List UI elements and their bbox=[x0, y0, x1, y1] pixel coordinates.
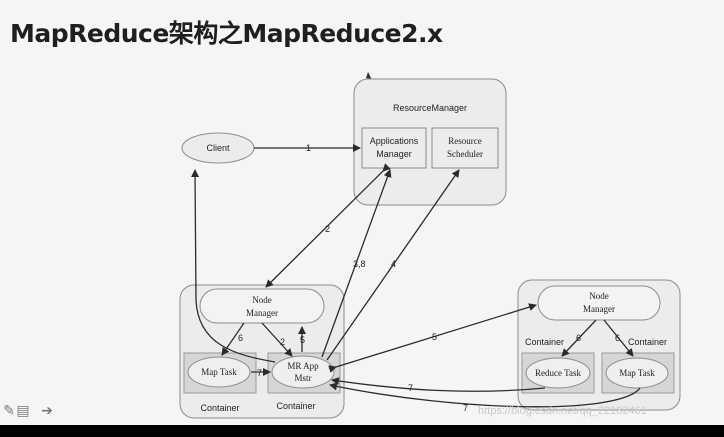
watermark: https://blog.csdn.net/qq_22182461 bbox=[478, 405, 647, 417]
reduce-task bbox=[525, 357, 591, 389]
label-arrow-4: 4 bbox=[391, 259, 396, 269]
right-node-manager bbox=[537, 285, 661, 321]
left-node-manager-label-2: Manager bbox=[246, 308, 278, 318]
reduce-task-label: Reduce Task bbox=[535, 368, 581, 378]
resource-manager-label: ResourceManager bbox=[393, 103, 467, 113]
label-arrow-6-right-a: 6 bbox=[576, 333, 581, 343]
label-arrow-2-rm: 2 bbox=[325, 224, 330, 234]
arrow-7-right-b bbox=[329, 382, 641, 408]
mr-app-master-label-1: MR App bbox=[287, 361, 319, 371]
label-arrow-6-right-b: 6 bbox=[615, 333, 620, 343]
label-arrow-5-left: 5 bbox=[300, 335, 305, 345]
next-arrow-icon[interactable]: ➔ bbox=[41, 403, 53, 419]
right-node-manager-label-1: Node bbox=[589, 291, 609, 301]
left-map-task bbox=[187, 356, 251, 388]
label-arrow-6-left: 6 bbox=[238, 333, 243, 343]
label-arrow-7-right-a: 7 bbox=[408, 383, 413, 393]
left-node-manager-label-1: Node bbox=[252, 295, 272, 305]
bottom-bar bbox=[0, 425, 724, 437]
left-container-label-1: Container bbox=[200, 403, 239, 413]
cursor-mark bbox=[366, 72, 372, 80]
resource-scheduler-label-2: Scheduler bbox=[447, 149, 483, 159]
right-map-task bbox=[605, 357, 669, 389]
arrow-client-mr bbox=[191, 169, 276, 363]
notes-icon[interactable]: ▤ bbox=[16, 403, 30, 419]
slide-toolbar: ✎ ▤ ➔ bbox=[0, 402, 70, 424]
arrow-2-mr bbox=[261, 322, 293, 357]
resource-scheduler-box bbox=[431, 127, 499, 169]
pencil-icon[interactable]: ✎ bbox=[3, 403, 15, 419]
arrow-2-rm bbox=[265, 163, 391, 288]
label-arrow-5-right: 5 bbox=[432, 332, 437, 342]
label-arrow-2-mr: 2 bbox=[280, 337, 285, 347]
left-map-task-label: Map Task bbox=[201, 367, 237, 377]
label-arrow-1: 1 bbox=[306, 143, 311, 153]
resource-scheduler-label-1: Resource bbox=[448, 136, 482, 146]
slide-title: MapReduce架构之MapReduce2.x bbox=[10, 19, 443, 48]
label-arrow-7-right-b: 7 bbox=[463, 403, 468, 413]
arrow-6-right-b bbox=[603, 319, 634, 357]
right-container-label-1: Container bbox=[525, 337, 564, 347]
client-label: Client bbox=[206, 143, 230, 153]
applications-manager-box bbox=[361, 127, 427, 169]
mr-app-master-label-2: Mstr bbox=[294, 373, 311, 383]
resource-manager-box bbox=[353, 78, 507, 206]
right-map-task-label: Map Task bbox=[619, 368, 655, 378]
right-container-label-2: Container bbox=[628, 337, 667, 347]
arrow-7-right-a bbox=[331, 377, 546, 392]
arrow-5-right bbox=[328, 303, 537, 373]
arrow-6-right-a bbox=[561, 319, 597, 357]
applications-manager-label-2: Manager bbox=[376, 149, 412, 159]
applications-manager-label-1: Applications bbox=[370, 136, 419, 146]
right-node-manager-label-2: Manager bbox=[583, 304, 615, 314]
arrow-6-left bbox=[221, 322, 245, 356]
left-container-label-2: Container bbox=[276, 401, 315, 411]
label-arrow-7-local: 7 bbox=[257, 368, 262, 378]
label-arrow-3-8: 3,8 bbox=[353, 259, 366, 269]
